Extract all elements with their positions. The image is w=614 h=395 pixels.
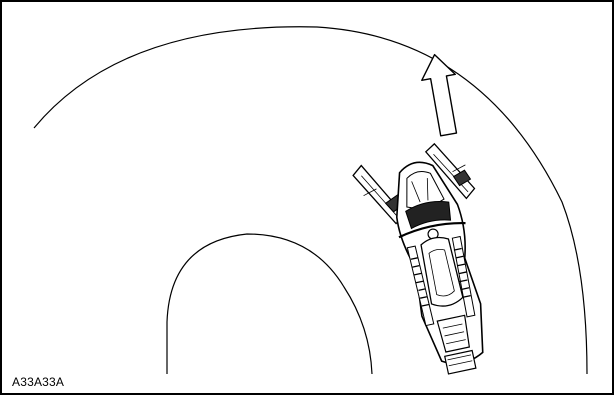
figure-code-label: A33A33A xyxy=(12,375,65,389)
outer-curve-icon xyxy=(33,26,588,375)
inner-curve-icon xyxy=(166,233,373,375)
direction-arrow-icon xyxy=(421,53,458,137)
snowmobile-icon xyxy=(352,142,484,375)
